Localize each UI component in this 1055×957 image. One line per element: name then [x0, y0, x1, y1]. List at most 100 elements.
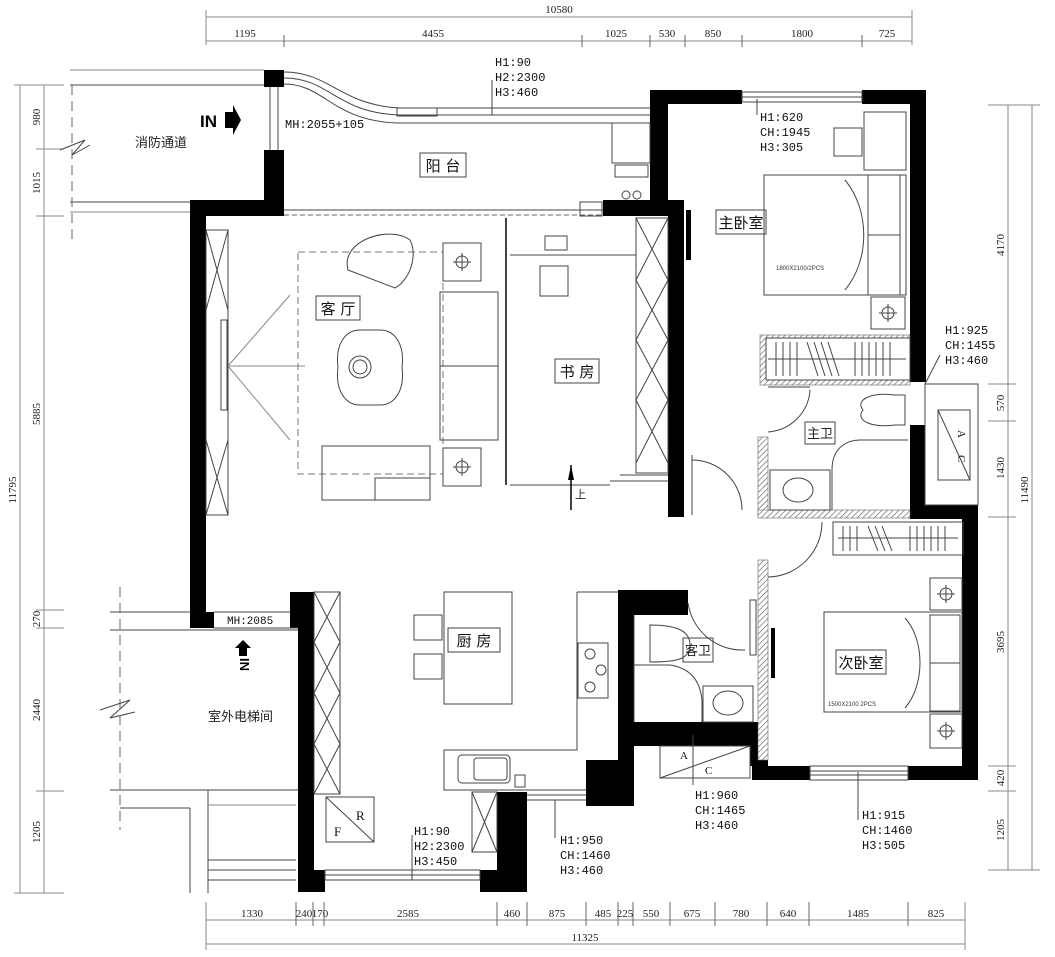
ac-unit-guest [659, 745, 751, 779]
master-bath: 主卫 A C H1:925 CH:1455 H3:460 [691, 324, 995, 519]
entry-in-label-bottom: IN [237, 658, 252, 671]
left-total-dim: 11795 [7, 476, 19, 504]
bottom-dim-13: 1485 [847, 908, 870, 920]
room-label-balcony: 阳 台 [426, 157, 461, 175]
left-dim-2: 1015 [31, 172, 43, 195]
guest-bath: 客卫 A C H1:960 CH:1465 H3:460 [633, 599, 757, 833]
left-dim-4: 270 [31, 610, 43, 627]
entry-in-label-top: IN [200, 112, 217, 131]
bottom-door-height: MH:2085 [227, 616, 273, 628]
left-dim-1: 980 [31, 108, 43, 125]
elevator-hall: IN 室外电梯间 [99, 587, 300, 893]
guest-bath-window-h3: H3:460 [695, 819, 738, 833]
fridge [325, 796, 375, 843]
living-room: 客 厅 [205, 229, 499, 516]
kitchen-window-ch: CH:1460 [560, 849, 610, 863]
left-dim-5: 2440 [31, 699, 43, 722]
bottom-dim-10: 675 [684, 908, 701, 920]
bottom-dim-14: 825 [928, 908, 945, 920]
fire-passage: IN 消防通道 [59, 69, 264, 240]
right-dimensions: 4170 570 1430 3695 420 1205 11490 [988, 104, 1040, 871]
left-dim-3: 5885 [31, 403, 43, 426]
master-bath-window-h1: H1:925 [945, 324, 988, 338]
top-dimensions: 10580 1195 4455 1025 530 850 1800 725 [205, 4, 913, 47]
bottom-dim-12: 640 [780, 908, 797, 920]
balcony-window-h1: H1:90 [495, 56, 531, 70]
bottom-dim-4: 2585 [397, 908, 420, 920]
entry-arrow-icon [225, 105, 241, 135]
bottom-dim-6: 875 [549, 908, 566, 920]
second-bedroom-window-ch: CH:1460 [862, 824, 912, 838]
top-dim-7: 725 [879, 28, 896, 40]
master-bath-window-ch: CH:1455 [945, 339, 995, 353]
master-bed-size: 1800X2100/2PCS [776, 266, 824, 272]
top-dim-1: 1195 [234, 28, 256, 40]
second-bedroom-window-h3: H3:505 [862, 839, 905, 853]
right-dim-4: 3695 [995, 631, 1007, 654]
bottom-dim-7: 485 [595, 908, 612, 920]
second-bedroom: 1500X2100 2PCS 次卧室 H1:915 CH:1460 H3:505 [757, 521, 964, 853]
kitchen-window-h3: H3:460 [560, 864, 603, 878]
room-label-fire-passage: 消防通道 [135, 135, 187, 151]
bottom-total-dim: 11325 [571, 932, 599, 944]
ac-label-a-guest: A [680, 750, 688, 762]
right-dim-3: 1430 [995, 457, 1007, 480]
walls [190, 70, 978, 892]
room-label-elevator-hall: 室外电梯间 [208, 709, 273, 725]
master-window-h3: H3:305 [760, 141, 803, 155]
top-dim-6: 1800 [791, 28, 814, 40]
fridge-label-r: R [356, 808, 365, 823]
bottom-dimensions: 1330 240 170 2585 460 875 485 225 550 67… [205, 902, 966, 950]
right-dim-6: 1205 [995, 819, 1007, 842]
room-label-second-bedroom: 次卧室 [838, 654, 883, 672]
bottom-dim-11: 780 [733, 908, 750, 920]
guest-bath-window-h1: H1:960 [695, 789, 738, 803]
master-window-ch: CH:1945 [760, 126, 810, 140]
top-dim-3: 1025 [605, 28, 628, 40]
kitchen: F R 厨 房 H1:90 H2:2300 H3:450 H1:950 CH:1… [313, 591, 618, 881]
top-door-height: MH:2055+105 [285, 118, 364, 132]
ac-label-c-guest: C [705, 765, 712, 777]
bottom-dim-9: 550 [643, 908, 660, 920]
guest-bath-window-ch: CH:1465 [695, 804, 745, 818]
bottom-dim-5: 460 [504, 908, 521, 920]
balcony: MH:2055+105 H1:90 H2:2300 H3:460 阳 台 [269, 56, 651, 217]
master-bedroom: 1800X2100/2PCS H1:620 CH:1945 H3:305 主卧室 [686, 91, 911, 386]
right-dim-1: 4170 [995, 234, 1007, 257]
balcony-window-h2: H2:2300 [495, 71, 545, 85]
top-dim-2: 4455 [422, 28, 445, 40]
stair-label: 上 [575, 488, 586, 501]
entry-arrow-icon-bottom [235, 640, 251, 656]
right-dim-5: 420 [995, 769, 1007, 786]
right-total-dim: 11490 [1019, 476, 1031, 504]
kitchen-balcony-window-h1: H1:90 [414, 825, 450, 839]
bottom-dim-8: 225 [617, 908, 634, 920]
left-dim-6: 1205 [31, 821, 43, 844]
left-dimensions: 980 1015 5885 270 2440 1205 11795 [7, 84, 64, 894]
bottom-dim-1: 1330 [241, 908, 264, 920]
master-window-h1: H1:620 [760, 111, 803, 125]
room-label-living-room: 客 厅 [321, 300, 356, 318]
room-label-guest-bath: 客卫 [685, 643, 711, 659]
fridge-label-f: F [334, 824, 341, 839]
second-bed-size: 1500X2100 2PCS [828, 702, 876, 708]
top-dim-5: 850 [705, 28, 722, 40]
balcony-window-h3: H3:460 [495, 86, 538, 100]
top-total-dim: 10580 [545, 4, 573, 16]
second-bedroom-window-h1: H1:915 [862, 809, 905, 823]
master-bath-window-h3: H3:460 [945, 354, 988, 368]
room-label-study: 书 房 [560, 363, 595, 381]
ac-label-c-master: C [955, 455, 967, 462]
room-label-master-bath: 主卫 [807, 427, 833, 442]
right-dim-2: 570 [995, 394, 1007, 411]
room-label-master-bedroom: 主卧室 [718, 214, 763, 232]
room-label-kitchen: 厨 房 [457, 632, 492, 650]
top-dim-4: 530 [659, 28, 676, 40]
ac-label-a-master: A [955, 430, 967, 438]
kitchen-balcony-window-h2: H2:2300 [414, 840, 464, 854]
ac-unit-master [937, 409, 971, 481]
kitchen-balcony-window-h3: H3:450 [414, 855, 457, 869]
bottom-dim-2: 240 [296, 908, 313, 920]
kitchen-window-h1: H1:950 [560, 834, 603, 848]
